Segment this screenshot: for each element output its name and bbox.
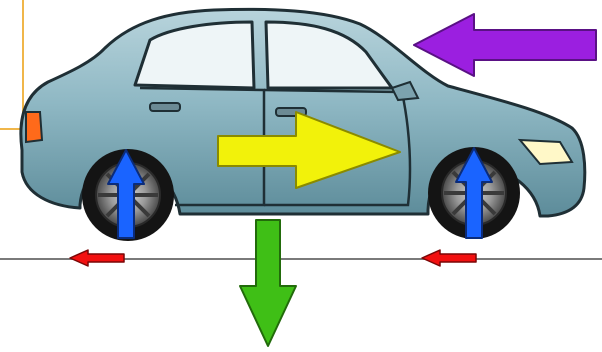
rear-light (26, 112, 42, 142)
rear-door-handle (150, 103, 180, 111)
rear-friction-arrow (70, 250, 124, 266)
front-friction-arrow (422, 250, 476, 266)
air-resistance-arrow (414, 14, 596, 76)
weight-arrow (240, 220, 296, 346)
